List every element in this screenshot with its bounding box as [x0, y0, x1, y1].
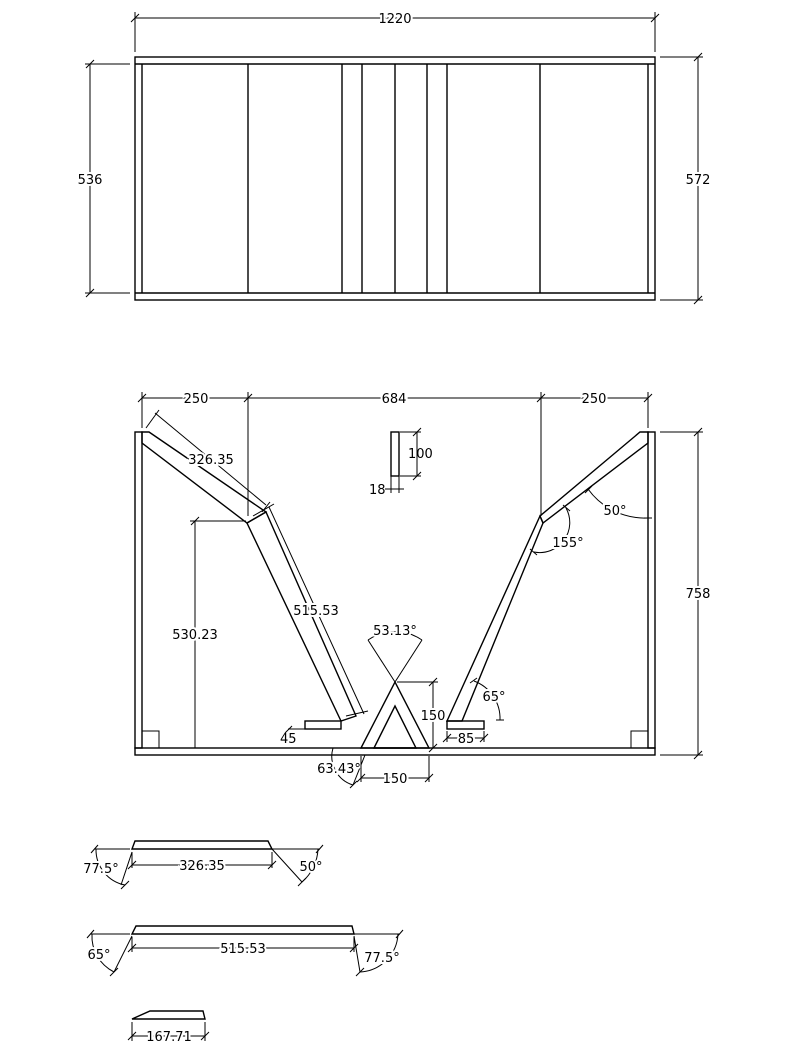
dimension-label: 684 [382, 392, 407, 407]
dimension-label: 150 [421, 709, 446, 724]
dimension-label: 63.43° [317, 762, 361, 777]
part-1-board [130, 840, 274, 850]
dimension-top-outer-height: 572 [660, 52, 712, 305]
dimension-top-width: 1220 [130, 10, 660, 52]
corner-block-left [141, 730, 160, 749]
part-1-right-angle: 50° [299, 860, 322, 875]
dimension-label: 326.35 [188, 453, 234, 468]
top-view-outer-frame [134, 56, 656, 301]
part-3-length: 167.71 [146, 1030, 192, 1045]
dimension-label: 250 [582, 392, 607, 407]
dimension-label: 50° [603, 504, 626, 519]
left-upper-board [141, 431, 268, 524]
dimension-label: 18 [369, 483, 386, 498]
dimension-label: 536 [78, 173, 103, 188]
part-1: 326.35 77.5° 50° [81, 840, 325, 890]
dimension-slot: 100 18 [369, 427, 433, 498]
part-1-length: 326.35 [179, 859, 225, 874]
center-peak-inner [372, 704, 418, 749]
dimension-label: 150 [383, 772, 408, 787]
dimension-peak-base: 150 [356, 756, 434, 789]
dimension-front-top-spans: 250 684 250 [137, 390, 653, 516]
dimension-label: 758 [686, 587, 711, 602]
dimension-total-height: 758 [660, 427, 712, 760]
angle-peak: 53.13° [367, 622, 423, 683]
dimension-label: 100 [408, 447, 433, 462]
angle-right-foot: 65° [469, 677, 508, 721]
right-side-wall [647, 431, 656, 749]
dimension-label: 530.23 [172, 628, 218, 643]
left-lower-board [246, 511, 357, 722]
front-view: 250 684 250 326.35 515.53 530.23 [134, 390, 712, 789]
dimension-left-height: 530.23 [170, 516, 246, 748]
part-2-left-angle: 65° [87, 948, 110, 963]
center-slot [390, 431, 400, 477]
dimension-label: 155° [552, 536, 583, 551]
dimension-right-foot: 85 [442, 730, 489, 749]
dimension-label: 250 [184, 392, 209, 407]
angle-base: 63.43° [315, 747, 366, 789]
part-2-right-angle: 77.5° [364, 951, 399, 966]
left-foot [304, 720, 342, 730]
part-3-board [131, 1010, 206, 1020]
angle-right-bend: 155° [529, 504, 586, 556]
part-3: 167.71 [127, 1010, 210, 1047]
right-foot [446, 720, 485, 730]
center-peak-outer [359, 680, 431, 749]
top-view: 1220 536 572 [76, 10, 712, 305]
right-upper-board [539, 431, 649, 525]
dimension-peak-height: 150 [397, 677, 447, 753]
dimension-label: 45 [280, 732, 297, 747]
part-2-board [130, 925, 355, 935]
left-side-wall [134, 431, 143, 749]
dimension-label: 53.13° [373, 624, 417, 639]
base-board [134, 747, 656, 756]
dimension-top-inner-height: 536 [76, 59, 130, 298]
dimension-lower-left-board: 515.53 [252, 503, 369, 717]
corner-block-right [630, 730, 649, 749]
angle-right-top: 50° [584, 485, 652, 521]
part-2: 515.53 65° 77.5° [85, 925, 404, 977]
dimension-label: 65° [482, 690, 505, 705]
dimension-label: 572 [686, 173, 711, 188]
dimension-label: 1220 [378, 12, 411, 27]
part-2-length: 515.53 [220, 942, 266, 957]
dimension-left-foot: 45 [280, 725, 305, 747]
part-1-left-angle: 77.5° [83, 862, 118, 877]
dimension-label: 85 [458, 732, 475, 747]
dimension-label: 515.53 [293, 604, 339, 619]
